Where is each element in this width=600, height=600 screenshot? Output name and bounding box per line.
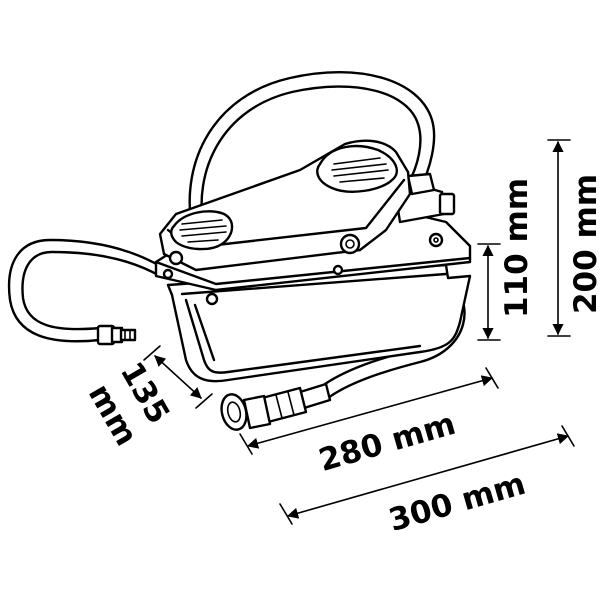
bottom-coupler — [220, 382, 332, 431]
label-length-base: 280 mm — [315, 406, 460, 479]
label-length-total: 300 mm — [385, 466, 530, 539]
dimension-length-total — [279, 425, 575, 525]
dimension-height-body — [477, 243, 501, 341]
dimension-depth — [143, 345, 213, 409]
dimension-height-total — [547, 139, 571, 337]
label-height-body: 110 mm — [499, 178, 535, 318]
left-coupler — [96, 324, 137, 346]
foot-pedal — [158, 139, 412, 272]
left-hose — [7, 238, 162, 343]
label-height-total: 200 mm — [568, 174, 600, 314]
top-hose — [188, 71, 436, 234]
